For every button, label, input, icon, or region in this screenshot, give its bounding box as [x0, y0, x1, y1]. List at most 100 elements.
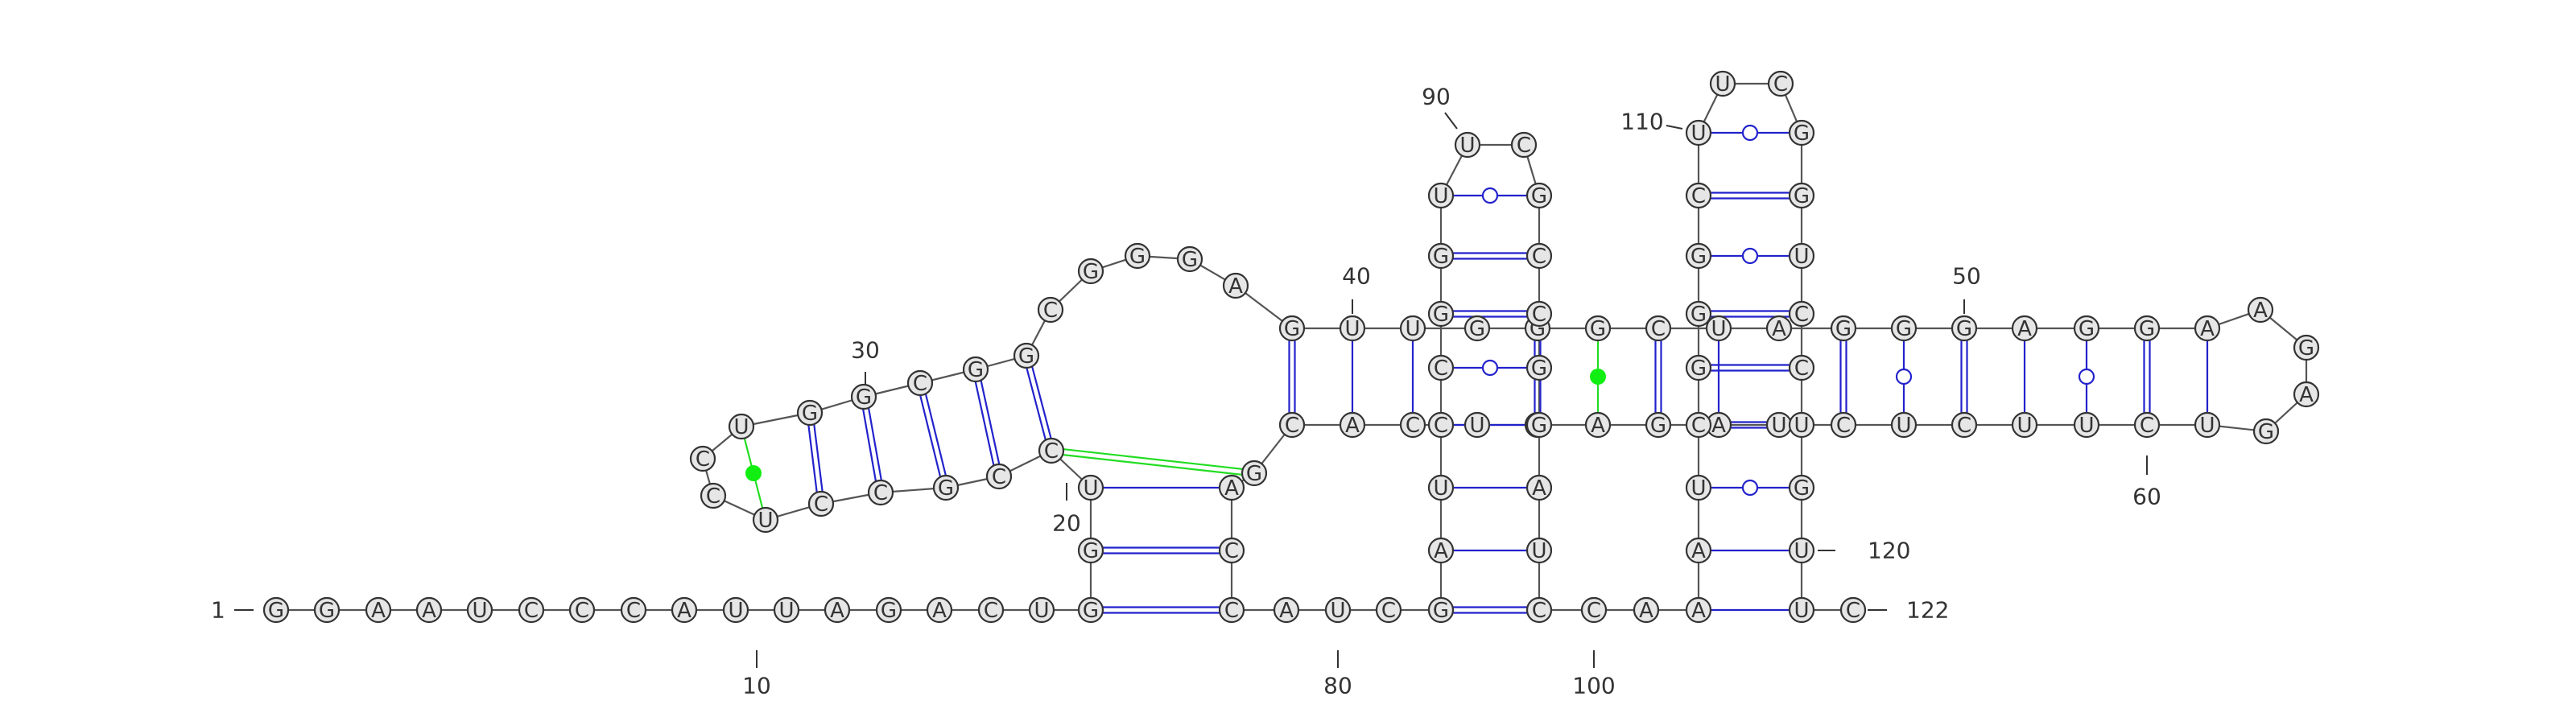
nucleotide-letter: A	[1228, 274, 1243, 299]
nucleotide-letter: C	[1532, 599, 1546, 623]
nucleotide-circle	[1525, 300, 1553, 328]
nucleotide: C	[906, 369, 934, 397]
nucleotide-circle	[1241, 460, 1268, 487]
nucleotide-circle	[1037, 296, 1064, 324]
nucleotide-circle	[1375, 596, 1402, 624]
nucleotide-circle	[867, 479, 894, 506]
nucleotide-circle	[1788, 596, 1815, 624]
nucleotide-circle	[1525, 537, 1553, 564]
nucleotide: C	[1218, 537, 1245, 564]
nucleotide-letter: G	[1794, 476, 1810, 501]
nucleotide-circle	[1788, 242, 1815, 270]
nucleotide: U	[1339, 315, 1366, 342]
nucleotide-letter: C	[524, 599, 539, 623]
nucleotide: C	[1839, 596, 1867, 624]
nucleotide-letter: U	[1034, 599, 1049, 623]
nucleotide: C	[518, 596, 545, 624]
nucleotide-letter: A	[371, 599, 386, 623]
nucleotide-circle	[1830, 315, 1857, 342]
nucleotide: G	[1427, 596, 1455, 624]
nucleotide-circle	[2194, 315, 2221, 342]
nucleotide-circle	[568, 596, 596, 624]
nucleotide: U	[752, 506, 779, 534]
wobble-pair-marker	[1895, 368, 1913, 385]
nucleotide: C	[807, 490, 835, 517]
nucleotide-letter: A	[677, 599, 691, 623]
sequence-index-label: 1	[211, 597, 225, 624]
nucleotide: G	[1124, 242, 1151, 270]
nucleotide-circle	[850, 383, 877, 410]
nucleotide-circle	[1685, 300, 1712, 328]
nucleotide-letter: U	[1896, 414, 1911, 438]
nucleotide-circle	[1705, 315, 1732, 342]
nucleotide-circle	[1077, 537, 1104, 564]
nucleotide-letter: U	[1405, 317, 1420, 341]
nucleotide: A	[1339, 411, 1366, 439]
nucleotide-circle	[1788, 354, 1815, 381]
wobble-pair-marker	[1741, 479, 1759, 497]
nucleotide: C	[1037, 296, 1064, 324]
nucleotide-circle	[1028, 596, 1055, 624]
nucleotide: U	[1427, 474, 1455, 501]
nucleotide-letter: U	[733, 415, 749, 439]
nucleotide: G	[1013, 342, 1040, 369]
nucleotide-circle	[1645, 315, 1672, 342]
nucleotide: C	[2133, 411, 2161, 439]
nucleotide-letter: C	[706, 484, 720, 509]
nucleotide: C	[1218, 596, 1245, 624]
nucleotide-letter: G	[938, 476, 954, 501]
nucleotide-circle	[1525, 596, 1553, 624]
nucleotide-letter: G	[968, 358, 984, 382]
nucleotide-circle	[1525, 474, 1553, 501]
nucleotide-circle	[1399, 315, 1426, 342]
nucleotide-circle	[1218, 537, 1245, 564]
base-pair-bond	[862, 409, 877, 482]
nucleotide-circle	[1399, 411, 1426, 439]
nucleotide: G	[1077, 258, 1104, 285]
nucleotide: C	[1830, 411, 1857, 439]
nucleotide-circle	[689, 445, 716, 472]
sequence-index-label: 20	[1052, 510, 1081, 537]
nucleotide: A	[926, 596, 953, 624]
nucleotide: G	[2293, 334, 2320, 361]
nucleotide-letter: A	[830, 599, 844, 623]
nucleotide: U	[1685, 119, 1712, 146]
nucleotide-letter: U	[1711, 317, 1726, 341]
nucleotide-letter: A	[1711, 414, 1726, 438]
nucleotide: G	[2252, 418, 2280, 445]
nucleotide-letter: C	[1224, 599, 1239, 623]
sequence-index-label: 50	[1952, 263, 1981, 290]
nucleotide-letter: A	[1691, 599, 1706, 623]
nucleotide-letter: U	[1690, 122, 1706, 146]
nucleotide: G	[1525, 354, 1553, 381]
nucleotide-letter: U	[1469, 414, 1484, 438]
nucleotide: U	[1709, 70, 1736, 97]
nucleotide: U	[1685, 474, 1712, 501]
nucleotide: G	[932, 474, 960, 501]
nucleotide: A	[824, 596, 851, 624]
nucleotide: U	[728, 413, 755, 440]
nucleotide-circle	[1077, 596, 1104, 624]
nucleotide-letter: U	[2199, 414, 2215, 438]
nucleotide-letter: C	[992, 465, 1006, 489]
nucleotide: G	[1685, 242, 1712, 270]
nucleotide-circle	[1788, 300, 1815, 328]
nucleotide: C	[985, 463, 1013, 490]
nucleotide-circle	[773, 596, 800, 624]
index-tick	[1444, 112, 1458, 130]
nucleotide-letter: G	[1531, 357, 1547, 381]
nucleotide: G	[1951, 315, 1978, 342]
nucleotide: C	[620, 596, 647, 624]
nucleotide-letter: A	[1345, 414, 1360, 438]
nucleotide: U	[1765, 411, 1793, 439]
nucleotide: U	[466, 596, 493, 624]
nucleotide-letter: C	[1381, 599, 1396, 623]
nucleotide-circle	[1427, 182, 1455, 209]
nucleotide-letter: C	[913, 372, 927, 396]
nucleotide-letter: C	[1794, 303, 1809, 327]
nucleotide-circle	[1951, 315, 1978, 342]
nucleotide-letter: U	[1794, 414, 1809, 438]
